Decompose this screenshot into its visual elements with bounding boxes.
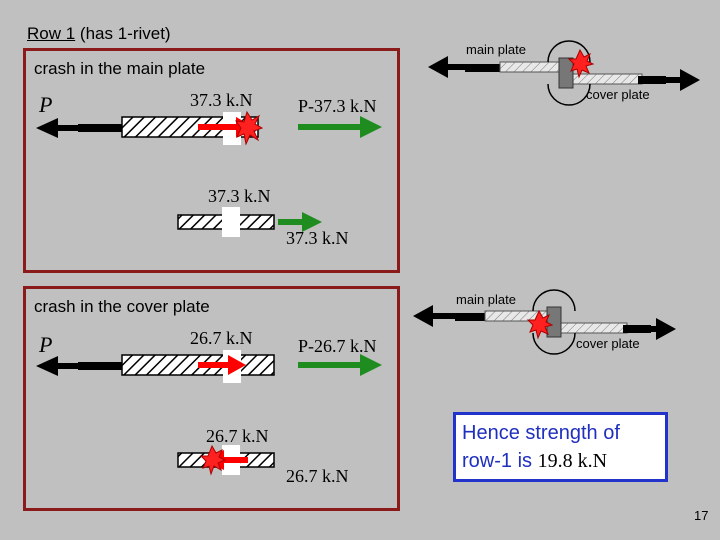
side-diagram-1: [428, 40, 700, 106]
side1-cover-plate: [569, 73, 643, 85]
side2-cover-plate-label: cover plate: [576, 336, 640, 351]
side2-right-arrow-head: [656, 318, 676, 340]
slide-title: Row 1 (has 1-rivet): [27, 24, 171, 44]
remaining-force-arrow-head: [360, 116, 382, 138]
panel1-force-left: 37.3 k.N: [190, 90, 253, 110]
side1-rivet-head-bottom: [547, 83, 591, 106]
side2-main-plate-label: main plate: [456, 292, 516, 307]
result-line-2: row-1 is 19.8 k.N: [462, 447, 620, 475]
panel2-lower-force-bottom: 26.7 k.N: [286, 466, 349, 486]
panel1-p-label: P: [39, 92, 53, 117]
panel2-force-right: P-26.7 k.N: [298, 336, 377, 356]
side1-crash-star-icon: [567, 48, 595, 79]
side2-rivet-head-bottom: [532, 332, 576, 355]
panel2-lower-force-top: 26.7 k.N: [206, 426, 269, 446]
plate-tail: [78, 124, 124, 132]
p-load-arrow-head-2: [36, 356, 58, 376]
side1-left-tail: [465, 64, 501, 72]
bearing-force-arrow-head-2: [228, 355, 246, 375]
panel1-lower-force-bottom: 37.3 k.N: [286, 228, 349, 248]
panel2-p-label: P: [39, 332, 53, 357]
reaction-arrow-head: [302, 212, 322, 232]
panel2-lower-diagram: [177, 444, 275, 476]
side2-crash-star-icon: [526, 309, 554, 340]
rivet-hole-lower: [222, 207, 240, 237]
panel1-lower-diagram: [177, 207, 322, 237]
side1-rivet: [558, 57, 574, 89]
result-text: Hence strength of row-1 is 19.8 k.N: [462, 419, 620, 475]
slide-title-text: Row 1 (has 1-rivet): [27, 24, 171, 43]
side2-left-tail: [455, 313, 487, 321]
side1-right-arrow-head: [680, 69, 700, 91]
crash-star-icon-2: [199, 444, 227, 476]
result-box: [453, 412, 668, 482]
side1-left-arrow-head: [428, 56, 448, 78]
remaining-force-arrow-head-2: [360, 354, 382, 376]
main-plate-crash-panel: [23, 48, 400, 273]
result-value: 19.8 k.N: [537, 450, 608, 472]
plate-tail-2: [78, 362, 124, 370]
side1-rivet-head-top: [547, 40, 591, 63]
panel2-heading: crash in the cover plate: [34, 297, 210, 316]
panel1-lower-force-top: 37.3 k.N: [208, 186, 271, 206]
panel1-force-right: P-37.3 k.N: [298, 96, 377, 116]
p-load-arrow-head: [36, 118, 58, 138]
side1-cover-plate-label: cover plate: [586, 87, 650, 102]
crash-star-icon: [234, 110, 264, 146]
panel2-upper-diagram: [36, 350, 382, 383]
panel1-upper-diagram: [36, 110, 382, 146]
side2-rivet-head-top: [532, 289, 576, 312]
side2-left-arrow-head: [413, 305, 433, 327]
cover-plate-crash-panel: [23, 286, 400, 511]
side2-cover-plate: [554, 322, 628, 334]
side-diagram-2: [413, 289, 676, 355]
result-line-2-prefix: row-1 is: [462, 450, 538, 472]
result-line-1: Hence strength of: [462, 422, 620, 444]
side1-main-plate-label: main plate: [466, 42, 526, 57]
side2-rivet: [546, 306, 562, 338]
panel2-force-left: 26.7 k.N: [190, 328, 253, 348]
page-number: 17: [694, 508, 709, 523]
panel1-heading: crash in the main plate: [34, 59, 206, 78]
